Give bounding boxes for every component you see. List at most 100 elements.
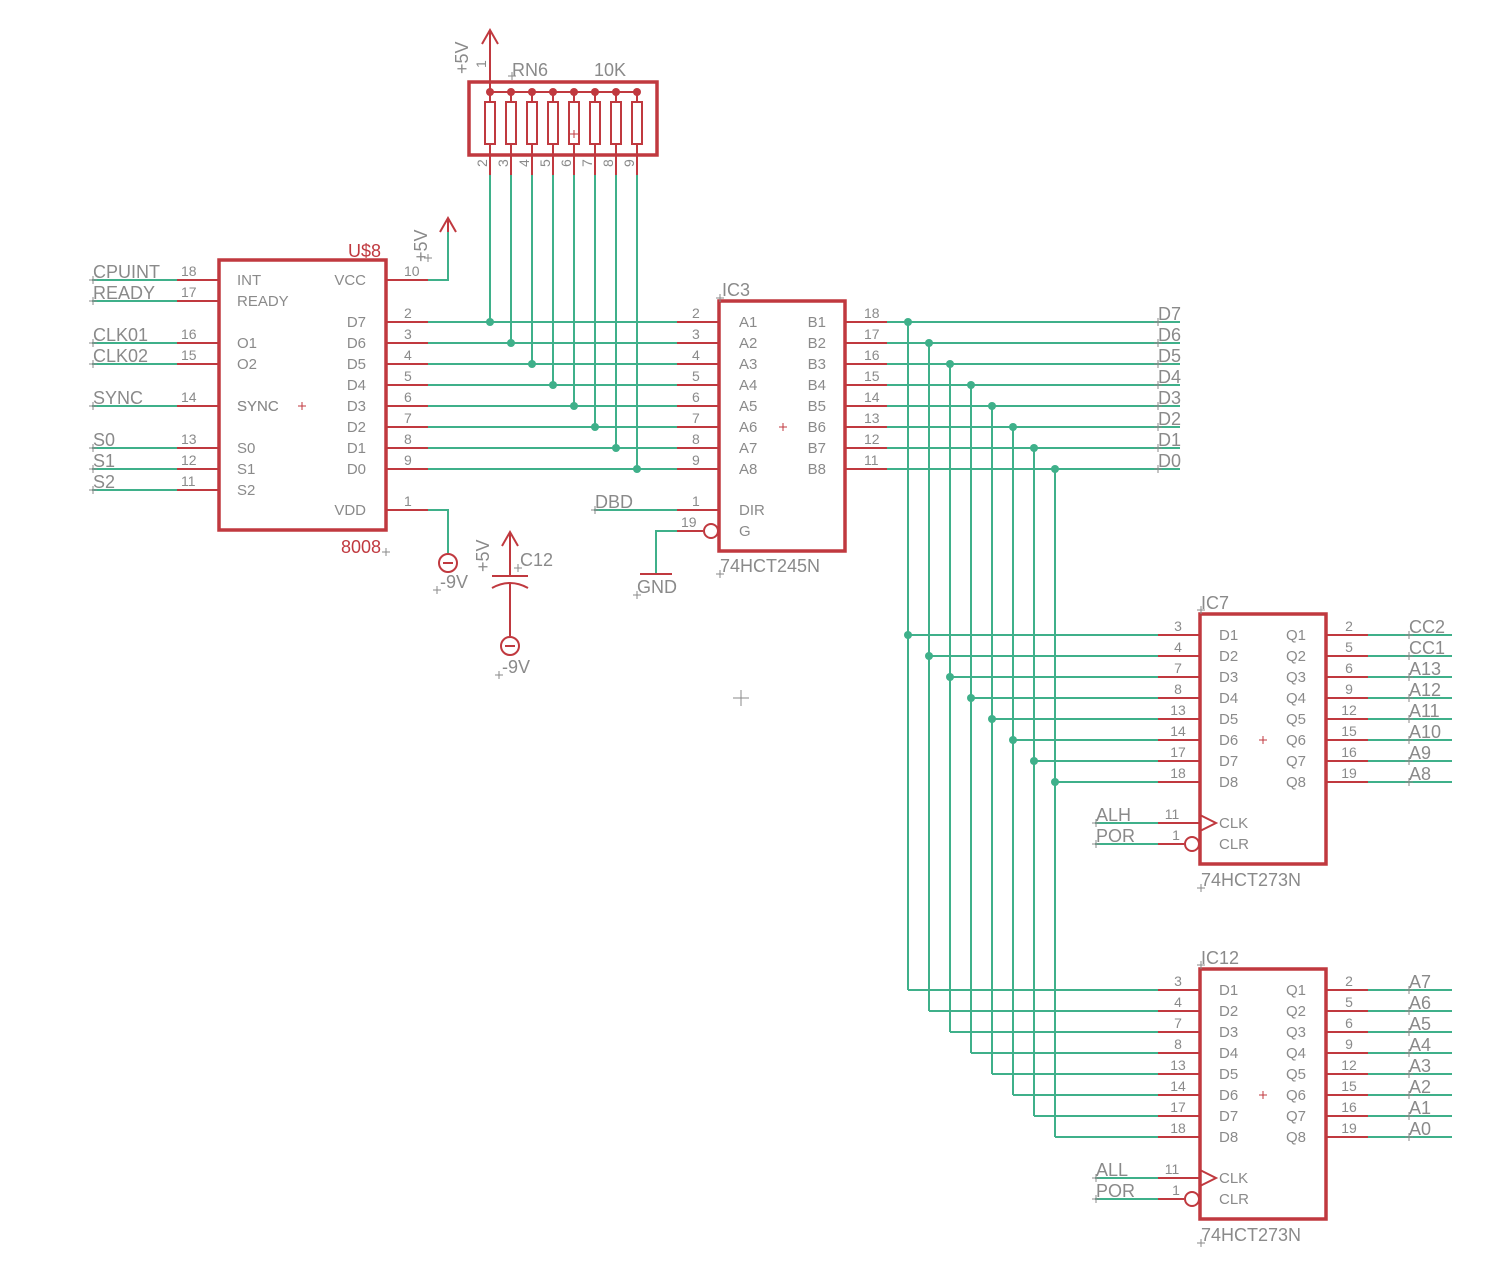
ic3-pin-num-a-7: 7 [692,410,700,426]
ic7-pin-num-d-4: 4 [1174,639,1182,655]
ic7-pin-name-d6: D6 [1219,732,1238,749]
ic12-pin-num-q-16: 16 [1341,1099,1357,1115]
u8-pin-num-13: 13 [181,431,197,447]
ic7-pin-name-q8: Q8 [1286,774,1306,791]
net-label-d4: D4 [1158,367,1181,387]
net-wire-u8-vdd [428,509,449,553]
ic7-pin-num-d-3: 3 [1174,618,1182,634]
ic3-pin-num-a-8: 8 [692,431,700,447]
ic7-pin-name-q2: Q2 [1286,648,1306,665]
ic3-pin-num-a-4: 4 [692,347,700,363]
u8-vcc-label: +5V [411,229,431,262]
ic7-pin-num-q-6: 6 [1345,660,1353,676]
ic12-pin-name-q3: Q3 [1286,1024,1306,1041]
u8-pin-num-8: 8 [404,431,412,447]
ic12-pin-num-clk: 11 [1165,1161,1180,1177]
ic7-pin-num-clk: 11 [1165,806,1180,822]
u8-pin-name-vcc: VCC [334,272,366,289]
ic12-pin-name-d6: D6 [1219,1087,1238,1104]
ic12-pin-num-q-6: 6 [1345,1015,1353,1031]
u8-pin-num-6: 6 [404,389,412,405]
net-label-clk01: CLK01 [93,325,148,345]
ic3-pin-name-a1: A1 [739,314,757,331]
ic7-pin-num-d-13: 13 [1170,702,1186,718]
junction-pullup-d4 [549,381,557,389]
ic7-pin-name-clr: CLR [1219,836,1249,853]
u8-pin-name-d5: D5 [347,356,366,373]
ic3-pin-num-dir: 1 [692,493,700,509]
ic12-pin-name-clr: CLR [1219,1191,1249,1208]
ic3-pin-name-b3: B3 [808,356,826,373]
ic12-refdes: IC12 [1201,948,1239,968]
net-label-d6: D6 [1158,325,1181,345]
ic3-pin-name-a6: A6 [739,419,757,436]
ic7-pin-num-d-14: 14 [1170,723,1186,739]
ic12-pin-num-q-12: 12 [1341,1057,1357,1073]
ic7-pin-name-d1: D1 [1219,627,1238,644]
rn6-body [467,80,659,157]
ic12-pin-name-q6: Q6 [1286,1087,1306,1104]
u8-pin-name-d6: D6 [347,335,366,352]
ic3-pin-num-b-16: 16 [864,347,880,363]
ic12-pin-name-d8: D8 [1219,1129,1238,1146]
u8-pin-num-12: 12 [181,452,197,468]
ic3-pin-num-b-17: 17 [864,326,880,342]
ic7-pin-name-q7: Q7 [1286,753,1306,770]
u8-pin-name-s2: S2 [237,482,255,499]
ic7-pin-name-d5: D5 [1219,711,1238,728]
u8-pin-name-d1: D1 [347,440,366,457]
ic7-pin-num-q-2: 2 [1345,618,1353,634]
u8-pin-num-18: 18 [181,263,197,279]
ic12-pin-name-d7: D7 [1219,1108,1238,1125]
ic12-pin-name-d5: D5 [1219,1066,1238,1083]
ic3-pin-num-g: 19 [681,514,697,530]
ic7-net-label-a13: A13 [1409,659,1441,679]
rn6-resistor-9 [631,101,643,145]
ic12-pin-num-q-2: 2 [1345,973,1353,989]
ic12-net-label-a1: A1 [1409,1098,1431,1118]
u8-pin-num-11: 11 [181,473,196,489]
rn6-pin-num-4: 4 [516,159,532,167]
rn6-pin-num-2: 2 [474,159,490,167]
ic12-net-label-a2: A2 [1409,1077,1431,1097]
ic7-pin-name-d8: D8 [1219,774,1238,791]
ic3-pin-name-a4: A4 [739,377,757,394]
net-label-d2: D2 [1158,409,1181,429]
ic7-net-label-a12: A12 [1409,680,1441,700]
ic12-pin-name-clk: CLK [1219,1170,1248,1187]
ic3-pin-num-b-15: 15 [864,368,880,384]
u8-pin-name-o1: O1 [237,335,257,352]
ic12-net-label-a4: A4 [1409,1035,1431,1055]
ic12-pin-num-q-19: 19 [1341,1120,1357,1136]
ic7-refdes: IC7 [1201,593,1229,613]
u8-neg-supply-symbol [438,553,458,573]
ic7-pin-name-q1: Q1 [1286,627,1306,644]
ic12-pin-num-q-15: 15 [1341,1078,1357,1094]
rn6-resistor-2 [484,101,496,145]
ic12-net-label-clr: POR [1096,1181,1135,1201]
ic7-pin-name-q4: Q4 [1286,690,1306,707]
ic3-pin-num-a-2: 2 [692,305,700,321]
u8-refdes: U$8 [348,241,381,261]
ic7-net-label-clr: POR [1096,826,1135,846]
ic12-pin-name-q8: Q8 [1286,1129,1306,1146]
ic12-pin-num-d-8: 8 [1174,1036,1182,1052]
schematic-labels: CPUINTREADYCLK01CLK02SYNCS0S1S2D7D6D5D4D… [89,72,1445,1247]
ic7-net-label-cc1: CC1 [1409,638,1445,658]
ic7-pin-name-clk: CLK [1219,815,1248,832]
ic7-pin-num-q-16: 16 [1341,744,1357,760]
rn6-vcc-label: +5V [452,41,472,74]
ic3-pin-name-a5: A5 [739,398,757,415]
net-label-s1: S1 [93,451,115,471]
ic3-pin-num-a-9: 9 [692,452,700,468]
ic3-pin-name-a2: A2 [739,335,757,352]
ic12-pin-num-d-17: 17 [1170,1099,1186,1115]
ic7-value: 74HCT273N [1201,870,1301,890]
net-label-dbd: DBD [595,492,633,512]
u8-pin-name-d0: D0 [347,461,366,478]
ic12-pin-num-d-14: 14 [1170,1078,1186,1094]
ic12-net-label-clk: ALL [1096,1160,1128,1180]
u8-pin-num-5: 5 [404,368,412,384]
ic3-pin-num-a-6: 6 [692,389,700,405]
ic7-pin-num-d-7: 7 [1174,660,1182,676]
